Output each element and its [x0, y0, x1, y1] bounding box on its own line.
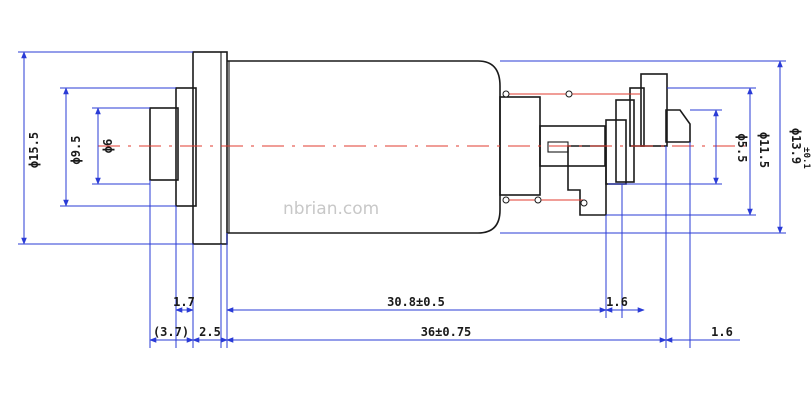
left-diameter-dims [18, 51, 193, 245]
mounting-flange [192, 51, 228, 245]
dim-1-6-a: 1.6 [606, 295, 628, 309]
dim-1-6-b: 1.6 [711, 325, 733, 339]
dim-3-7: (3.7) [153, 325, 189, 339]
dim-d13-9: ϕ13.9 [789, 128, 803, 164]
dim-d6: ϕ6 [101, 139, 115, 153]
dim-30-8: 30.8±0.5 [387, 295, 445, 309]
dim-d11-5: ϕ11.5 [757, 132, 771, 168]
dim-d9-5: ϕ9.5 [69, 136, 83, 165]
terminal-tab-upper [640, 73, 668, 147]
dim-d5-5: ϕ5.5 [735, 134, 749, 163]
front-boss [149, 107, 179, 181]
lead-wires [502, 90, 640, 207]
length-dim-extension-lines [149, 142, 691, 348]
dim-36: 36±0.75 [421, 325, 472, 339]
terminal-tip [665, 109, 691, 143]
watermark-text: nbrian.com [283, 199, 379, 219]
dim-1-7: 1.7 [173, 295, 195, 309]
front-collar [175, 87, 197, 207]
dim-d13-9-tolerance: ±0.1 [801, 147, 811, 169]
dim-2-5: 2.5 [199, 325, 221, 339]
right-diameter-dims [500, 60, 786, 234]
dim-d15-5: ϕ15.5 [27, 132, 41, 168]
motor-outline [149, 51, 691, 245]
